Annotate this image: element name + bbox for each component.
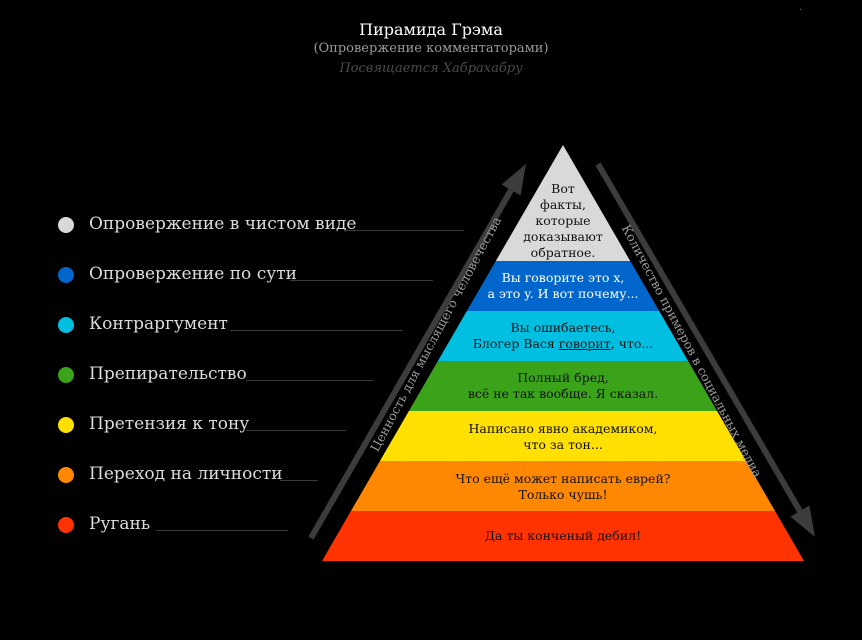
value-up-arrow [308, 164, 526, 540]
tier-text-contradiction: Полный бред, всё не так вообще. Я сказал… [413, 370, 713, 402]
tier-line: Да ты конченый дебил! [484, 528, 642, 543]
diagram-subtitle: (Опровержение комментаторами) [313, 41, 549, 56]
legend-leader-line [280, 480, 318, 481]
tier-line: Вот [551, 181, 575, 196]
legend-dot [58, 267, 74, 283]
tier-line: что за тон... [523, 437, 603, 452]
tier-line-link: говорит [558, 336, 611, 351]
tier-text-counterargument: Вы ошибаетесь, Блогер Вася говорит, что.… [423, 320, 703, 352]
pyramid-tier-refutation [495, 145, 631, 261]
tier-line: которые [535, 213, 591, 228]
tier-line: а это y. И вот почему... [487, 286, 639, 301]
tier-text-ad-hominem: Что ещё может написать еврей? Только чуш… [383, 471, 743, 503]
legend-dot [58, 417, 74, 433]
tier-line: Вы ошибаетесь, [510, 320, 616, 335]
legend-leader-line [290, 280, 433, 281]
legend-leader-line [246, 430, 346, 431]
legend-dot [58, 367, 74, 383]
legend-label: Претензия к тону [89, 414, 250, 434]
legend-leader-line [344, 230, 464, 231]
legend-dot [58, 217, 74, 233]
legend-dot [58, 317, 74, 333]
tier-line: обратное. [530, 245, 596, 260]
tier-line: Вы говорите это x, [501, 270, 625, 285]
pyramid-tiers [322, 145, 804, 561]
legend-label: Опровержение в чистом виде [89, 214, 357, 234]
legend-dot [58, 467, 74, 483]
pyramid-tier-ad-hominem [350, 461, 776, 511]
dedication-text: Посвящается Хабрахабру [339, 61, 523, 76]
diagram-title: Пирамида Грэма [359, 20, 503, 39]
tier-text-refuting-central-point: Вы говорите это x, а это y. И вот почему… [443, 270, 683, 302]
legend-label: Контраргумент [89, 314, 228, 334]
tier-line: Только чушь! [518, 487, 608, 502]
tier-line: Полный бред, [517, 370, 609, 385]
legend-leader-line [246, 380, 374, 381]
tier-line: Блогер Вася говорит, что... [423, 336, 703, 352]
tier-text-refutation: Вот факты, которые доказывают обратное. [498, 181, 628, 261]
pyramid-tier-refuting-central-point [466, 261, 660, 311]
pyramid-tier-name-calling [322, 511, 804, 561]
tier-text-tone: Написано явно академиком, что за тон... [403, 421, 723, 453]
axis-arrows [308, 162, 815, 540]
tier-line: факты, [540, 197, 586, 212]
legend-leader-line [230, 330, 403, 331]
legend-label: Переход на личности [89, 464, 283, 484]
corner-mark: . [798, 2, 802, 13]
examples-down-arrow [595, 162, 815, 537]
legend-label: Ругань [89, 514, 151, 534]
pyramid-tier-contradiction [408, 361, 718, 411]
tier-line: всё не так вообще. Я сказал. [467, 386, 659, 401]
tier-line-part: Блогер Вася [472, 336, 559, 351]
tier-line-part: , что... [610, 336, 654, 351]
tier-line: доказывают [523, 229, 603, 244]
legend-dot [58, 517, 74, 533]
tier-text-name-calling: Да ты конченый дебил! [363, 528, 763, 544]
pyramid-tier-tone [379, 411, 747, 461]
tier-line: Написано явно академиком, [468, 421, 658, 436]
legend-label: Опровержение по сути [89, 264, 297, 284]
legend-leader-line [156, 530, 288, 531]
legend-label: Препирательство [89, 364, 247, 384]
pyramid-tier-counterargument [437, 311, 689, 361]
tier-line: Что ещё может написать еврей? [455, 471, 671, 486]
